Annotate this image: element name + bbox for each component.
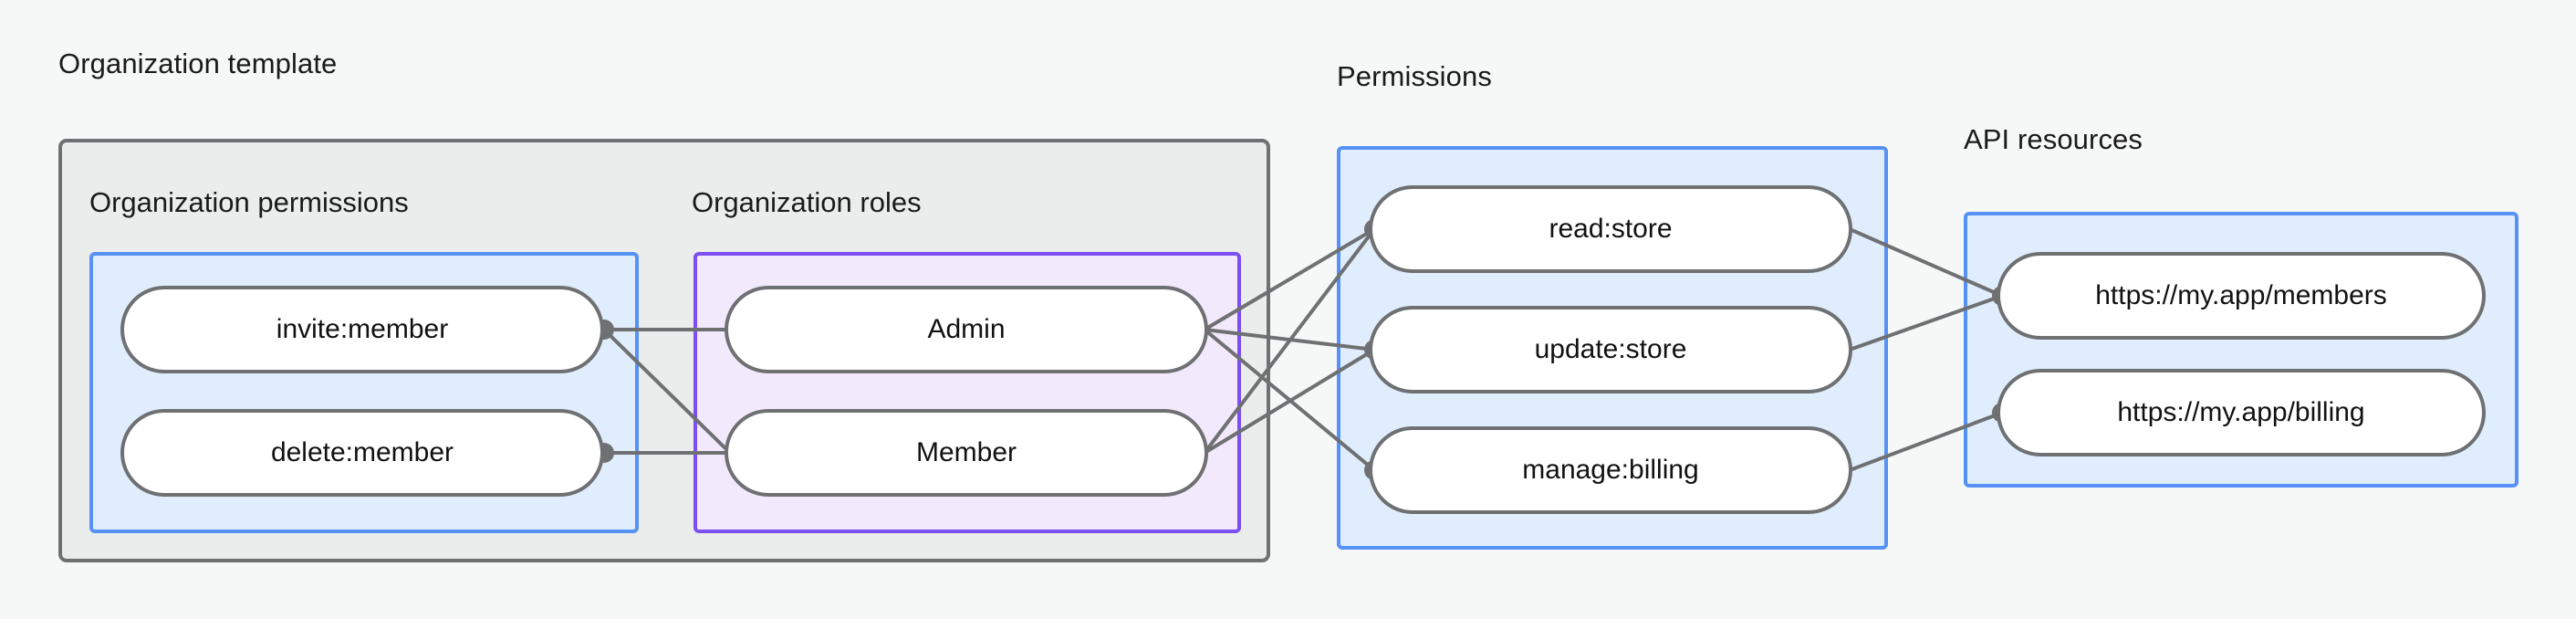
node-admin[interactable]: Admin	[725, 286, 1208, 373]
node-invite-member[interactable]: invite:member	[120, 286, 604, 373]
group-title-api-resources: API resources	[1964, 123, 2143, 155]
group-title-organization-template: Organization template	[58, 47, 338, 79]
group-title-permissions: Permissions	[1337, 60, 1492, 92]
node-members-resource[interactable]: https://my.app/members	[1997, 252, 2486, 340]
node-update-store[interactable]: update:store	[1369, 306, 1852, 393]
node-manage-billing[interactable]: manage:billing	[1369, 426, 1852, 514]
node-billing-resource[interactable]: https://my.app/billing	[1997, 369, 2486, 456]
section-title-organization-permissions: Organization permissions	[89, 186, 409, 218]
section-title-organization-roles: Organization roles	[692, 186, 922, 218]
node-member[interactable]: Member	[725, 409, 1208, 497]
node-read-store[interactable]: read:store	[1369, 185, 1852, 273]
node-delete-member[interactable]: delete:member	[120, 409, 604, 497]
